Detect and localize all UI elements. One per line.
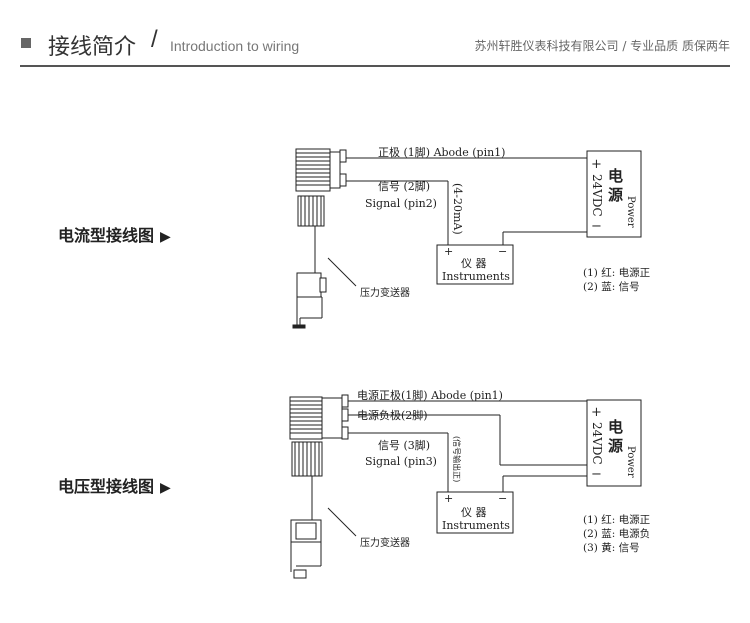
power-plus: + [591, 405, 602, 420]
title-separator: / [151, 26, 158, 53]
current-wiring-title: 电流型接线图 [58, 226, 155, 245]
power-cn-2: 源 [608, 437, 623, 455]
instrument-plus: + [444, 492, 453, 505]
power-minus: − [591, 219, 602, 234]
instrument-minus: − [498, 492, 507, 505]
header-square-icon [21, 38, 31, 48]
instrument-minus: − [498, 245, 507, 258]
current-wiring-diagram [292, 148, 642, 329]
power-supply-box [586, 150, 642, 238]
power-cn-2: 源 [608, 186, 623, 204]
legend-item: (1) 红: 电源正 [583, 266, 650, 279]
power-cn-1: 电 [608, 167, 623, 185]
voltage-wiring-diagram [289, 394, 642, 579]
pin1-label: 正极 (1脚) Abode (pin1) [378, 145, 505, 159]
pin2-label: 电源负极(2脚) [357, 408, 428, 422]
instrument-cn: 仪 器 [461, 506, 487, 519]
power-plus: + [591, 157, 602, 172]
instrument-en: Instruments [442, 519, 510, 532]
legend-item: (2) 蓝: 信号 [583, 281, 640, 293]
voltage-wiring-title: 电压型接线图 [58, 477, 155, 496]
power-supply-box [586, 399, 642, 487]
pin1-label: 电源正极(1脚) Abode (pin1) [357, 388, 503, 402]
header-divider [20, 65, 730, 67]
legend-item: (3) 黄: 信号 [583, 541, 640, 554]
pressure-transmitter-icon [290, 519, 322, 579]
page-title: 接线简介 [48, 35, 137, 60]
voltage-diagram-text: 电源正极(1脚) Abode (pin1) 电源负极(2脚) 信号 (3脚) S… [357, 388, 650, 554]
power-minus: − [591, 467, 602, 482]
signal-en-label: Signal (pin2) [365, 197, 437, 210]
play-arrow-icon: ▶ [160, 229, 171, 245]
power-en: Power [625, 446, 636, 478]
current-wiring-label: 电流型接线图 ▶ [58, 222, 171, 246]
connector-icon [289, 394, 349, 477]
current-diagram-text: 正极 (1脚) Abode (pin1) 信号 (2脚) Signal (pin… [360, 145, 650, 299]
page-header: 接线简介 / Introduction to wiring 苏州轩胜仪表科技有限… [0, 0, 750, 70]
signal-en-label: Signal (pin3) [365, 455, 437, 468]
pressure-transmitter-icon [292, 272, 327, 329]
instrument-box [436, 244, 514, 285]
play-arrow-icon: ▶ [160, 480, 171, 496]
instrument-box [436, 491, 514, 534]
signal-output-label: (信号输出正) [452, 436, 462, 482]
power-voltage: 24VDC [590, 422, 604, 465]
legend-item: (1) 红: 电源正 [583, 513, 650, 526]
transmitter-label: 压力变送器 [360, 536, 410, 549]
instrument-en: Instruments [442, 270, 510, 283]
connector-icon [295, 148, 347, 227]
legend-item: (2) 蓝: 电源负 [583, 527, 650, 540]
power-cn-1: 电 [608, 418, 623, 436]
power-en: Power [625, 196, 636, 228]
current-range-label: (4-20mA) [451, 183, 464, 235]
power-voltage: 24VDC [590, 174, 604, 217]
instrument-plus: + [444, 245, 453, 258]
signal-cn-label: 信号 (2脚) [378, 179, 430, 193]
voltage-wiring-label: 电压型接线图 ▶ [58, 473, 171, 497]
instrument-cn: 仪 器 [461, 257, 487, 270]
page-subtitle: Introduction to wiring [170, 38, 300, 54]
signal-cn-label: 信号 (3脚) [378, 438, 430, 452]
transmitter-label: 压力变送器 [360, 286, 410, 299]
company-tagline: 苏州轩胜仪表科技有限公司 / 专业品质 质保两年 [474, 39, 731, 53]
